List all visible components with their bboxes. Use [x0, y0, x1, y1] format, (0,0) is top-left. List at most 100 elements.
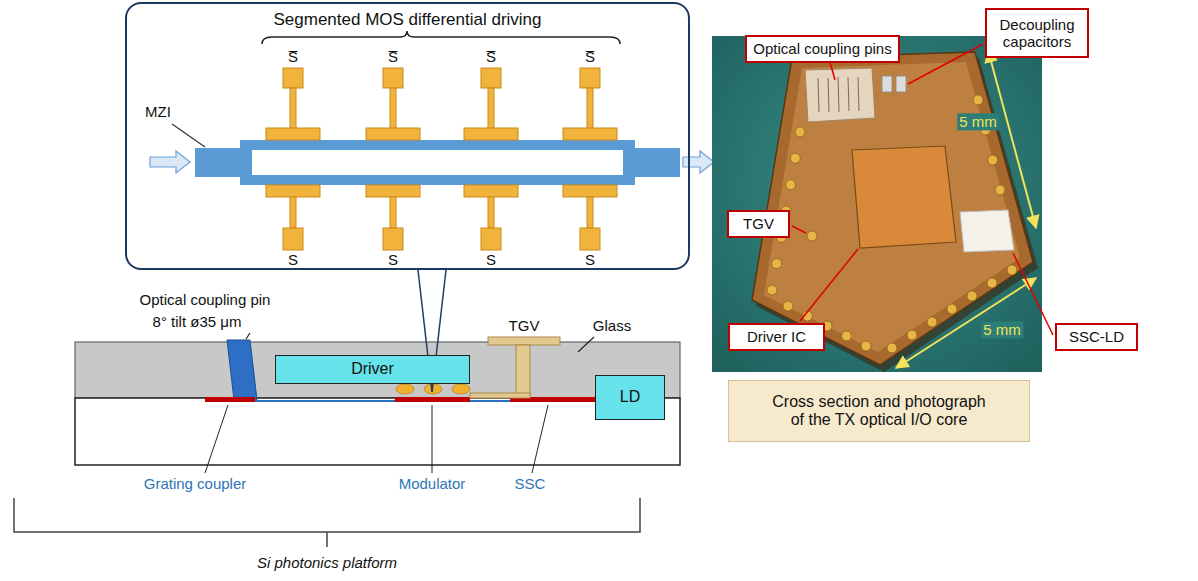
grating-coupler [205, 397, 255, 402]
electrode [390, 197, 396, 228]
tgv-cap [488, 337, 560, 345]
callout-label: Optical coupling pins [753, 40, 891, 57]
electrode [383, 68, 403, 88]
mmi-coupler [195, 148, 240, 177]
signal-name: S̅ [288, 48, 298, 65]
laser-box: LD [595, 375, 665, 420]
signal-name: S̅ [486, 48, 496, 65]
signal-name: S [486, 251, 496, 268]
solder-bump [988, 155, 998, 165]
tgv-foot [470, 393, 530, 398]
driver-ic [852, 146, 956, 248]
pin [818, 78, 819, 112]
electrode [290, 88, 296, 130]
electrode [587, 197, 593, 228]
electrode [390, 88, 396, 130]
solder-bump [767, 285, 777, 295]
solder-bump [967, 291, 977, 301]
callout-box: TGV [727, 210, 790, 238]
electrode [290, 197, 296, 228]
leader-line [792, 226, 806, 233]
electrode [488, 88, 494, 130]
output-arrow [683, 151, 714, 173]
caption-box: Cross section and photograph of the TX o… [728, 380, 1030, 442]
solder-bump [790, 153, 800, 163]
leader-line [532, 405, 548, 473]
part-label: Glass [593, 317, 631, 334]
electrode [266, 185, 320, 197]
signal-name: S̅ [585, 48, 595, 65]
solder-bump [842, 331, 852, 341]
electrode [488, 197, 494, 228]
electrode [366, 128, 420, 140]
caption-text: Cross section and photograph of the TX o… [768, 393, 990, 430]
input-arrow [150, 151, 190, 173]
signal-name: S [388, 251, 398, 268]
leader-line [908, 44, 983, 84]
dimension-arrow [988, 50, 1036, 228]
callout-label: SSC-LD [1069, 328, 1124, 345]
optical-coupling-pin [227, 340, 257, 400]
pin [858, 77, 859, 111]
leader-line [172, 124, 205, 147]
solder-bump [887, 343, 897, 353]
signal-name: S [288, 251, 298, 268]
chip-body [752, 52, 1033, 365]
electrode [580, 228, 600, 250]
electrode [580, 68, 600, 88]
electrode [283, 228, 303, 250]
electrode [563, 128, 617, 140]
optical-pins [805, 68, 875, 122]
solder-bump [795, 127, 805, 137]
callout-label: Decoupling capacitors [992, 16, 1082, 51]
electrode [464, 185, 518, 197]
dimension-label: 5 mm [957, 113, 999, 130]
leader-line [205, 405, 228, 473]
part-label: Grating coupler [144, 475, 247, 492]
part-label: Optical coupling pin [140, 291, 271, 308]
mzi-gap [252, 150, 623, 175]
electrode [283, 68, 303, 88]
electrode [464, 128, 518, 140]
ssc-ld [960, 210, 1014, 252]
callout-label: TGV [743, 215, 774, 232]
platform-label: Si photonics platform [257, 554, 397, 571]
capacitor [896, 76, 906, 92]
bump [396, 384, 414, 394]
solder-bump [973, 95, 983, 105]
signal-name: S̅ [388, 48, 398, 65]
leader-line [800, 249, 858, 321]
electrode [587, 88, 593, 130]
glass-layer [75, 342, 680, 398]
glass-interposer [764, 62, 1020, 352]
leader-line [578, 337, 594, 352]
callout-label: Driver IC [747, 328, 806, 345]
solder-bump [1007, 265, 1017, 275]
part-label: SSC [515, 475, 546, 492]
callout-ground [126, 3, 689, 269]
curly-brace [262, 31, 620, 44]
callout-box: Decoupling capacitors [985, 8, 1089, 58]
callout-box: SSC-LD [1055, 323, 1138, 351]
electrode [383, 228, 403, 250]
bump [452, 384, 470, 394]
leader-line [830, 62, 835, 80]
electrode [266, 128, 320, 140]
leader-line [246, 333, 250, 339]
bracket [14, 498, 640, 547]
solder-bump [807, 231, 817, 241]
solder-bump [947, 304, 957, 314]
callout-title: Segmented MOS differential driving [273, 10, 541, 30]
solder-bump [861, 341, 871, 351]
solder-bump [783, 301, 793, 311]
part-label: MZI [145, 103, 171, 120]
electrode [481, 68, 501, 88]
electrode [366, 185, 420, 197]
part-label: TGV [509, 317, 540, 334]
si-substrate [75, 398, 680, 465]
solder-bump [987, 278, 997, 288]
waveguide [255, 400, 512, 402]
